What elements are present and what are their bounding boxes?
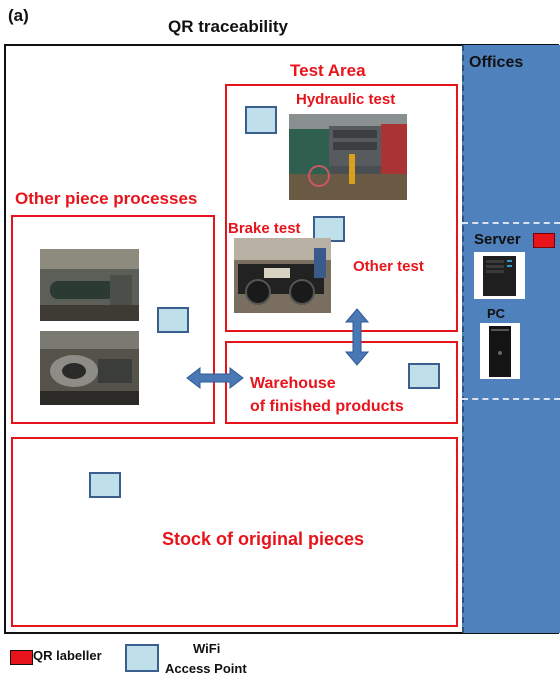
offices-zone [462,45,560,633]
pc-icon [480,323,520,379]
diagram-title: QR traceability [168,17,288,36]
process-photo-1 [40,249,139,321]
test-area-label: Test Area [290,61,366,80]
server-icon [474,252,525,299]
wifi-legend-icon [125,644,159,672]
wifi-access-point-icon [245,106,277,134]
pc-label: PC [487,306,506,321]
offices-divider [462,398,560,400]
brake-test-label: Brake test [228,220,301,237]
wifi-legend-label-line2: Access Point [165,661,247,676]
other-test-label: Other test [353,258,424,275]
warehouse-label-line2: of finished products [250,398,404,415]
qr-labeller-legend-icon [10,650,33,665]
wifi-legend-label-line1: WiFi [193,641,221,656]
other-processes-label: Other piece processes [15,189,198,208]
wifi-access-point-icon [89,472,121,498]
process-photo-2 [40,331,139,405]
wifi-access-point-icon [157,307,189,333]
stock-zone [11,437,458,627]
vertical-flow-arrow [344,308,370,366]
qr-labeller-legend-label: QR labeller [33,648,102,663]
hydraulic-test-photo [289,114,407,200]
other-processes-zone [11,215,215,424]
qr-labeller-icon [533,233,555,248]
offices-divider [462,222,560,224]
brake-test-photo [234,238,331,313]
wifi-access-point-icon [408,363,440,389]
hydraulic-test-label: Hydraulic test [296,91,396,108]
horizontal-flow-arrow [186,366,244,390]
offices-label: Offices [469,54,524,71]
panel-label: (a) [8,6,29,25]
server-label: Server [474,231,521,248]
stock-label: Stock of original pieces [162,529,365,549]
warehouse-label-line1: Warehouse [250,375,336,392]
test-area-zone [225,84,458,332]
